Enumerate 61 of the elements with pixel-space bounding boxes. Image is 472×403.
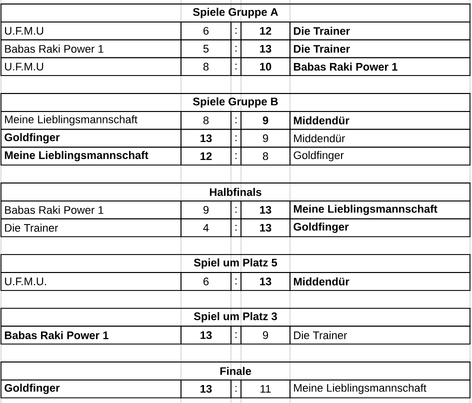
team-name: Babas Raki Power 1 — [290, 57, 470, 76]
score: 12 — [240, 21, 290, 40]
team-name: Meine Lieblingsmannschaft — [290, 200, 470, 220]
score: 8 — [180, 57, 232, 76]
team-name: U.F.M.U. — [0, 272, 182, 291]
score: 10 — [240, 57, 290, 76]
score-separator: : — [230, 57, 242, 76]
team-name: Goldfinger — [0, 128, 182, 148]
score-separator: : — [230, 21, 242, 40]
score-separator: : — [230, 39, 242, 58]
section-heading: Spiele Gruppe B — [0, 93, 470, 112]
score: 9 — [240, 326, 290, 345]
team-name: Middendür — [290, 128, 470, 148]
score: 13 — [240, 218, 290, 238]
score: 13 — [180, 326, 232, 345]
team-name: Meine Lieblingsmannschaft — [290, 379, 470, 398]
team-name: Goldfinger — [290, 146, 470, 166]
team-name: Middendür — [290, 110, 470, 130]
score-separator: : — [230, 128, 242, 148]
score: 13 — [240, 39, 290, 58]
team-name: Babas Raki Power 1 — [0, 200, 182, 220]
score: 13 — [240, 272, 290, 291]
team-name: U.F.M.U — [0, 57, 182, 76]
team-name: Goldfinger — [290, 218, 470, 238]
score: 8 — [240, 146, 290, 166]
section-heading: Spiel um Platz 3 — [0, 308, 470, 327]
score-separator: : — [230, 326, 242, 345]
score-separator: : — [230, 272, 242, 291]
team-name: Babas Raki Power 1 — [0, 326, 182, 345]
section-heading: Finale — [0, 362, 470, 380]
score: 9 — [180, 200, 232, 220]
team-name: Meine Lieblingsmannschaft — [0, 110, 182, 130]
score: 13 — [240, 200, 290, 220]
team-name: Die Trainer — [0, 218, 182, 238]
score: 9 — [240, 128, 290, 148]
score-separator: : — [230, 110, 242, 130]
section-heading: Spiele Gruppe A — [0, 4, 470, 22]
score-separator: : — [230, 146, 242, 166]
score-separator: : — [230, 200, 242, 220]
team-name: Babas Raki Power 1 — [0, 39, 182, 58]
team-name: Middendür — [290, 272, 470, 291]
score: 11 — [240, 379, 290, 398]
section-heading: Spiel um Platz 5 — [0, 254, 470, 273]
score: 13 — [180, 379, 232, 398]
score: 8 — [180, 110, 232, 130]
team-name: Die Trainer — [290, 39, 470, 58]
section-heading: Halbfinals — [0, 182, 470, 202]
team-name: Meine Lieblingsmannschaft — [0, 146, 182, 166]
score: 12 — [180, 146, 232, 166]
score: 5 — [180, 39, 232, 58]
team-name: U.F.M.U — [0, 21, 182, 40]
score-separator: : — [230, 379, 242, 398]
score: 9 — [240, 110, 290, 130]
team-name: Goldfinger — [0, 379, 182, 398]
score: 6 — [180, 272, 232, 291]
team-name: Die Trainer — [290, 21, 470, 40]
team-name: Die Trainer — [290, 326, 470, 345]
score: 6 — [180, 21, 232, 40]
score-separator: : — [230, 218, 242, 238]
score: 13 — [180, 128, 232, 148]
score: 4 — [180, 218, 232, 238]
